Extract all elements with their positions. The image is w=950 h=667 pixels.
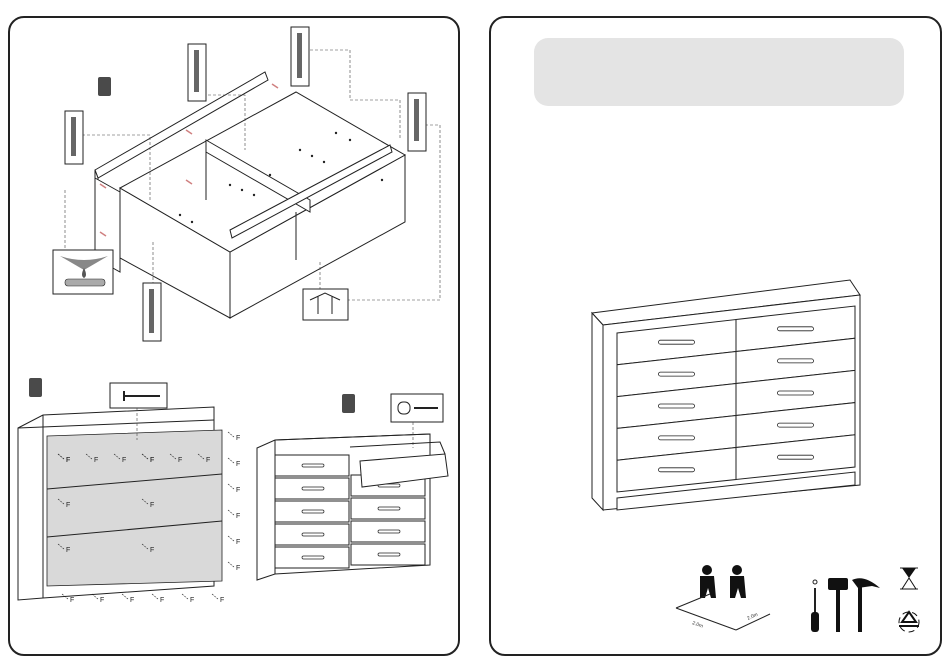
fastener-f-label: F — [66, 502, 70, 509]
drawer-handle — [778, 391, 814, 395]
corner-bracket-icon — [303, 289, 348, 320]
drawer-handle — [659, 404, 695, 408]
drawer-handle — [659, 436, 695, 440]
drawer-handle — [659, 468, 695, 472]
drawer-handle — [778, 455, 814, 459]
hardware-strip-left — [65, 111, 83, 164]
hardware-strip-top-2 — [291, 27, 309, 86]
hammer-icon — [852, 578, 880, 632]
back-panel-diagram — [18, 407, 222, 600]
cover-chest-drawing — [592, 280, 860, 510]
fastener-f-label: F — [178, 457, 182, 464]
glue-drop-icon — [53, 250, 113, 294]
fastener-f-label: F — [100, 597, 104, 604]
drawer-handle — [778, 327, 814, 331]
fastener-f-label: F — [150, 502, 154, 509]
fastener-f-label: F — [236, 487, 240, 494]
fastener-f-label: F — [94, 457, 98, 464]
fastener-f-label: F — [190, 597, 194, 604]
fastener-f-label: F — [66, 547, 70, 554]
dimension-label-1: 2.0m — [691, 620, 704, 629]
fastener-f-label: F — [236, 565, 240, 572]
fastener-f-label: F — [122, 457, 126, 464]
hardware-strip-top-1 — [188, 44, 206, 101]
mallet-icon — [828, 578, 848, 632]
fastener-f-label: F — [236, 461, 240, 468]
hourglass-icon — [900, 568, 918, 589]
fastener-f-label: F — [150, 547, 154, 554]
screwdriver-icon — [811, 580, 819, 632]
recycle-icon — [899, 612, 919, 632]
drawer-handle — [778, 359, 814, 363]
fastener-f-label: F — [150, 457, 154, 464]
nail-icon — [110, 383, 167, 408]
fastener-f-label: F — [206, 457, 210, 464]
dowel-screw-icon — [391, 394, 443, 422]
chest-with-drawer-diagram — [257, 434, 448, 580]
fastener-f-label: F — [236, 539, 240, 546]
carcass-exploded-diagram — [65, 50, 440, 318]
drawer-handle — [659, 340, 695, 344]
fastener-f-label: F — [66, 457, 70, 464]
drawer-handle — [659, 372, 695, 376]
fastener-f-label: F — [236, 435, 240, 442]
fastener-f-label: F — [130, 597, 134, 604]
fastener-f-label: F — [160, 597, 164, 604]
two-person-assembly-icon: 2.0m 2.0m — [676, 565, 770, 630]
fastener-f-label: F — [220, 597, 224, 604]
fastener-f-label: F — [236, 513, 240, 520]
hardware-strip-bottom — [143, 283, 161, 341]
hardware-strip-right — [408, 93, 426, 151]
fastener-f-label: F — [70, 597, 74, 604]
drawer-handle — [778, 423, 814, 427]
